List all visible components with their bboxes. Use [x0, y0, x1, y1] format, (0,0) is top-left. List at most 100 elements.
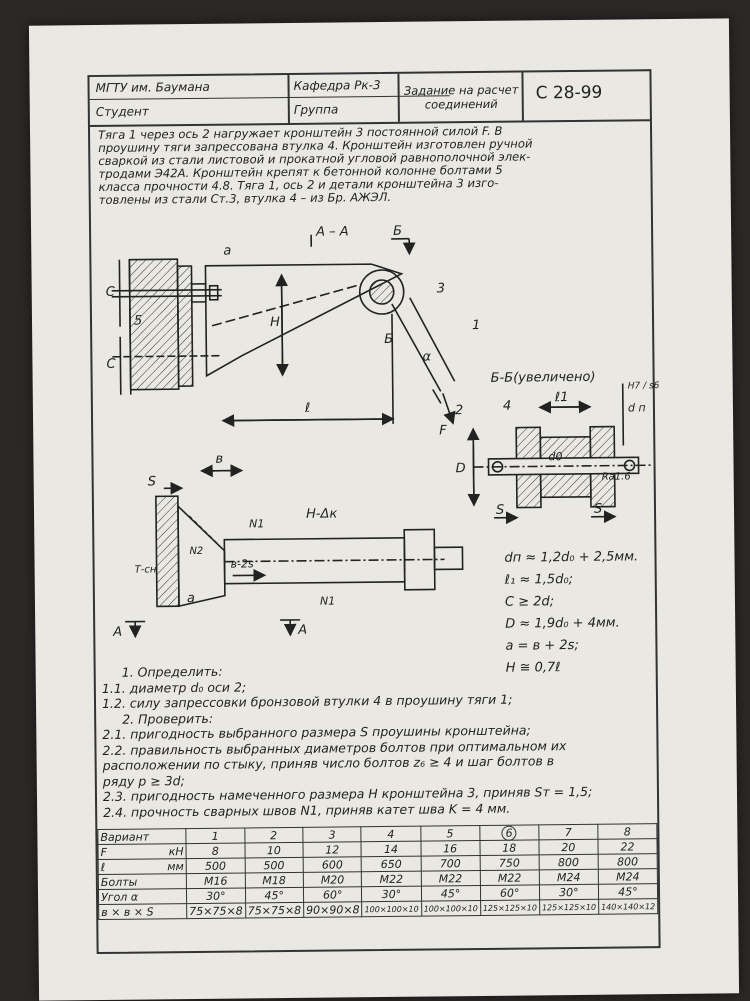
formula-line: D ≈ 1,9d₀ + 4мм. — [505, 612, 639, 635]
weld-n1-label: N1 — [320, 595, 335, 608]
table-cell: М22 — [362, 871, 421, 887]
drawing-frame: МГТУ им. Баумана Студент Кафедра Рк-3 Гр… — [87, 69, 660, 954]
dim-b-label: в — [215, 452, 223, 467]
formula-line: C ≥ 2d; — [505, 590, 639, 613]
section-bb-label: Б-Б(увеличено) — [491, 370, 596, 386]
table-cell: 500 — [186, 858, 245, 874]
table-cell: М16 — [186, 873, 245, 889]
table-cell: 600 — [303, 857, 362, 873]
table-cell: 16 — [420, 841, 479, 857]
dim-c-label: С — [106, 357, 115, 372]
callout-1: 1 — [472, 318, 480, 333]
table-cell: 5 — [420, 826, 479, 842]
table-row-header: Болты — [98, 874, 186, 890]
table-row-header: Вариант — [98, 829, 186, 845]
table-cell: М20 — [303, 872, 362, 888]
dim-d0-label: d0 — [548, 450, 562, 463]
table-cell: М24 — [598, 869, 657, 885]
circled-variant: 6 — [502, 825, 517, 840]
table-cell: 45° — [245, 887, 304, 903]
table-cell: 14 — [361, 841, 420, 857]
bracket-plate — [177, 266, 192, 386]
row-label: в × в × S — [101, 905, 154, 919]
t-cn-label: Т-сн — [135, 564, 157, 575]
table-cell: 100×100×10 — [421, 901, 480, 917]
table-cell: 90×90×8 — [304, 902, 363, 918]
table-cell: 75×75×8 — [245, 902, 304, 918]
table-cell: 125×125×10 — [539, 899, 598, 915]
table-cell: 800 — [598, 854, 657, 870]
table-cell: 30° — [539, 884, 598, 900]
section-a-marker: А — [298, 623, 307, 638]
fit-h7-label: H7 / s6 — [628, 381, 660, 391]
table-row-header: ℓ мм — [98, 859, 186, 875]
row-label: ℓ — [101, 860, 106, 873]
callout-5: 5 — [134, 314, 142, 329]
dim-s-label: S — [496, 503, 504, 518]
section-b-marker: Б — [384, 332, 393, 347]
table-cell: 8 — [598, 824, 657, 840]
table-cell: М22 — [480, 870, 539, 886]
table-cell: 60° — [303, 887, 362, 903]
force-arrow — [443, 393, 453, 423]
row-unit: кН — [169, 845, 184, 858]
dim-a-label: а — [187, 591, 195, 606]
table-cell: 2 — [244, 827, 303, 843]
table-cell: 1 — [186, 828, 245, 844]
callout-4: 4 — [503, 399, 511, 414]
roughness-label: Ra1.6 — [602, 471, 631, 482]
question-list: 1. Определить: 1.1. диаметр d₀ оси 2; 1.… — [102, 659, 654, 820]
dim-a-label: а — [223, 244, 231, 259]
dim-l1-label: ℓ1 — [555, 390, 569, 405]
weld-n2-label: N2 — [189, 546, 203, 557]
table-row-header: Угол α — [98, 889, 186, 905]
row-label: Вариант — [100, 830, 149, 844]
dim-d-label: D — [455, 461, 465, 476]
table-cell: 20 — [539, 839, 598, 855]
table-cell: 6 — [479, 825, 538, 841]
dim-c-label: С — [106, 285, 115, 300]
table-cell: 30° — [187, 888, 246, 904]
section-b-marker: Б — [393, 224, 402, 239]
table-row-header: в × в × S — [99, 904, 187, 920]
dim-s-label: S — [148, 474, 156, 489]
table-cell: 12 — [303, 842, 362, 858]
formula-line: a = в + 2s; — [505, 634, 639, 657]
dim-l-label: ℓ — [305, 401, 311, 416]
dim-s-label: S — [594, 502, 602, 517]
table-cell: 500 — [245, 857, 304, 873]
table-cell: М18 — [245, 872, 304, 888]
table-cell: 650 — [362, 856, 421, 872]
table-cell: 22 — [598, 839, 657, 855]
table-cell: 4 — [361, 826, 420, 842]
dim-b2s-label: в-2s — [230, 557, 253, 570]
table-cell: 100×100×10 — [362, 901, 421, 917]
table-cell: 700 — [421, 856, 480, 872]
dim-dn-label: d п — [628, 401, 646, 414]
table-cell: 140×140×12 — [598, 899, 657, 915]
callout-3: 3 — [437, 281, 445, 296]
table-cell: 3 — [303, 827, 362, 843]
table-cell: 10 — [244, 842, 303, 858]
section-aa-label: А – А — [316, 224, 349, 239]
table-cell: 75×75×8 — [187, 903, 246, 919]
dim-h-label: Н — [270, 315, 280, 330]
table-cell: М24 — [539, 869, 598, 885]
weld-n1-label: N1 — [249, 517, 264, 530]
table-cell: 125×125×10 — [480, 900, 539, 916]
dim-hk-label: H-Δк — [306, 506, 337, 521]
table-cell: 8 — [186, 843, 245, 859]
table-cell: 45° — [421, 886, 480, 902]
formula-line: ℓ₁ ≈ 1,5d₀; — [505, 568, 639, 591]
table-cell: 30° — [362, 886, 421, 902]
table-cell: 750 — [480, 855, 539, 871]
row-label: Угол α — [101, 890, 138, 903]
table-cell: 7 — [539, 824, 598, 840]
table-cell: 45° — [598, 884, 657, 900]
table-cell: 60° — [480, 885, 539, 901]
table-cell: 18 — [480, 840, 539, 856]
row-unit: мм — [167, 860, 184, 873]
